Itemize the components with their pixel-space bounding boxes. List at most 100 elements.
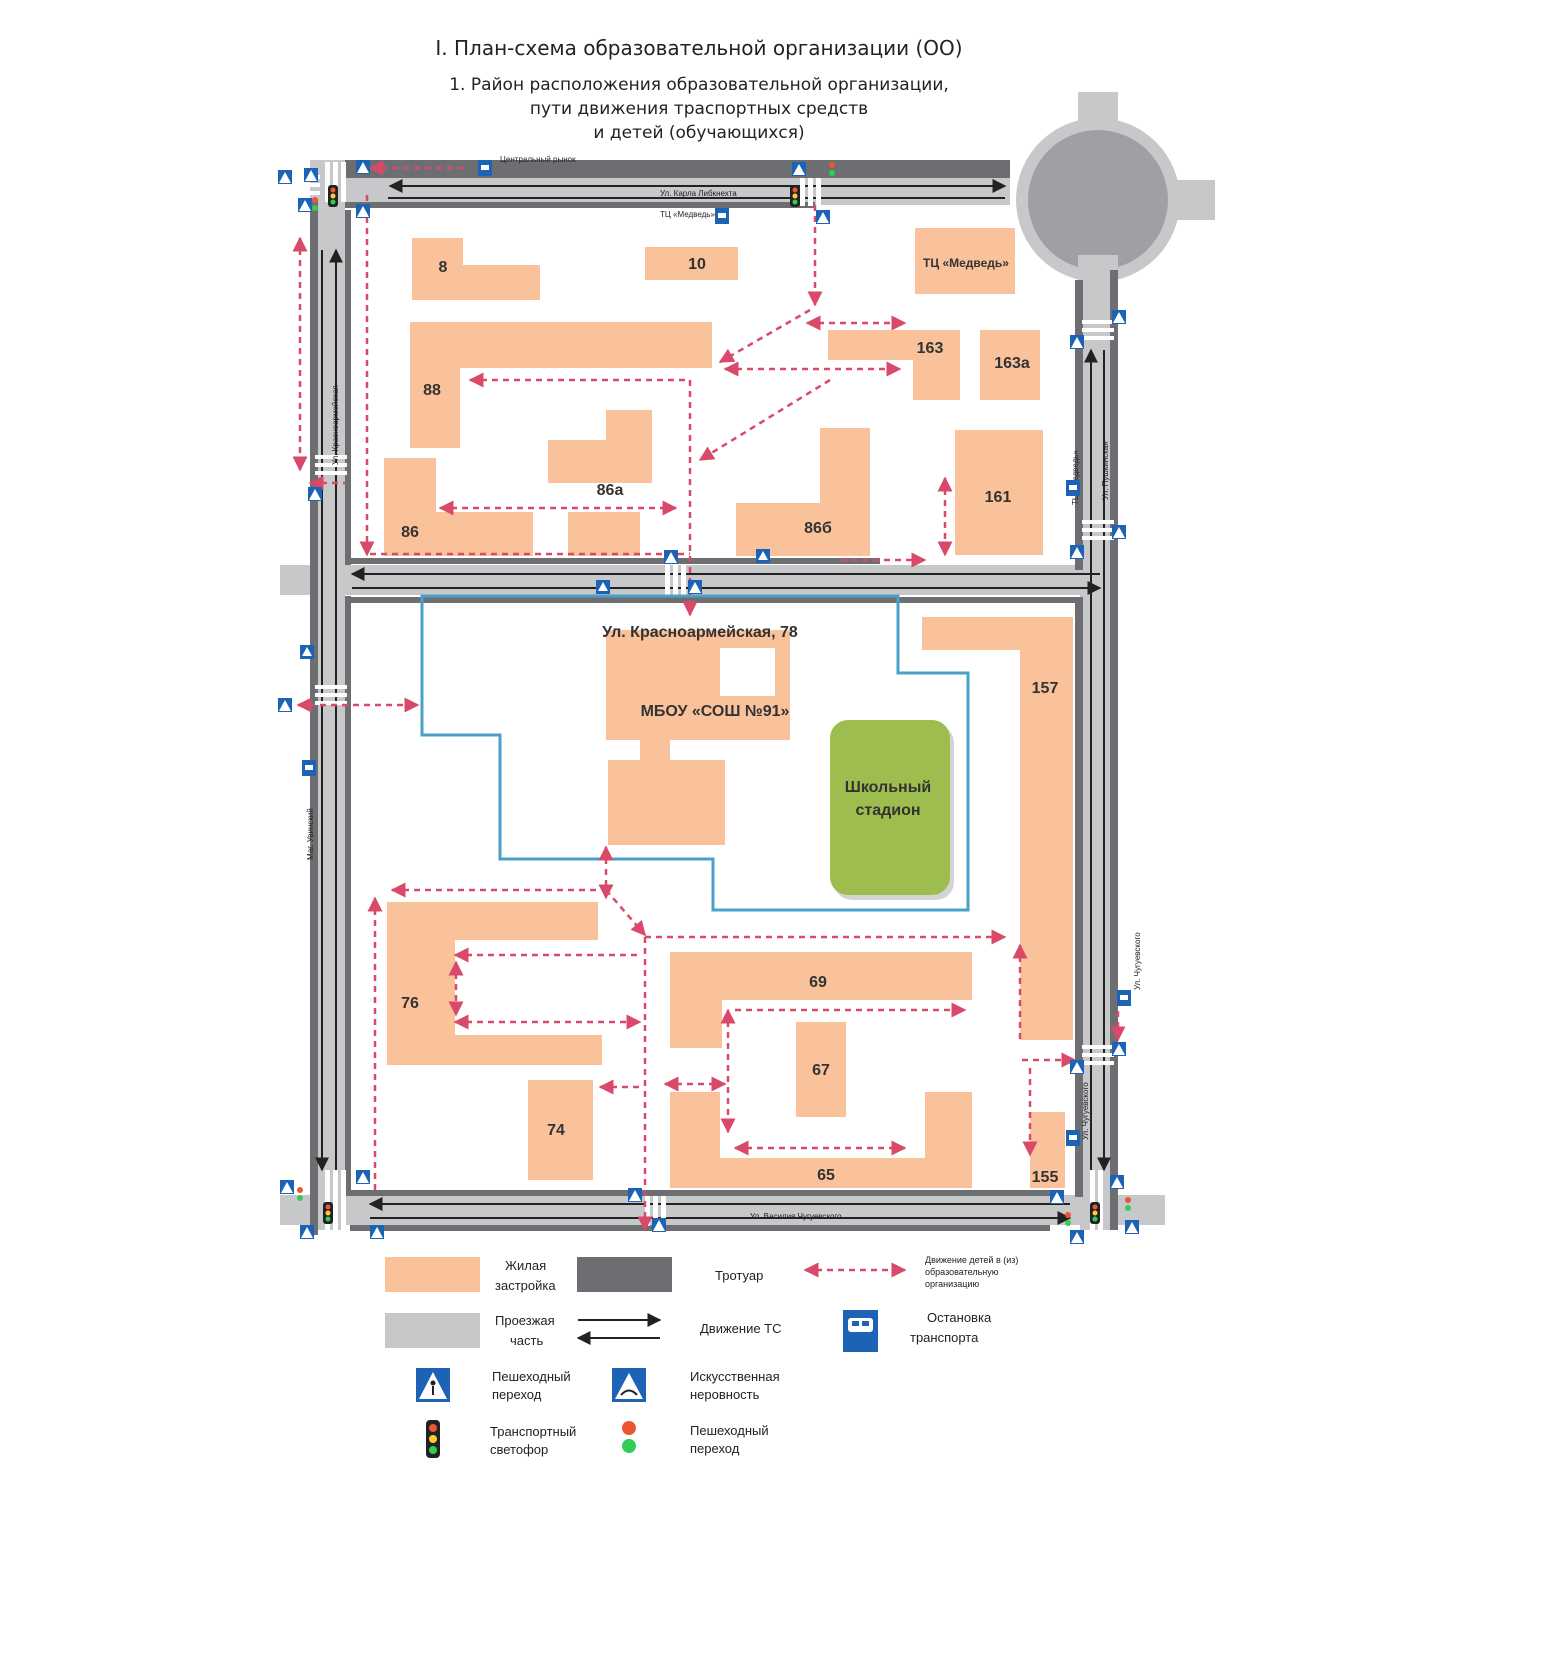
pedestrian-light-icon [312,197,318,211]
street-chuguevskogo: Ул. Чугуевского [1133,932,1142,990]
stop-label-central-market: Центральный рынок [500,155,576,164]
legend-roadway-2: часть [510,1333,543,1348]
building-163 [828,330,960,400]
building-tc-medved [915,228,1015,294]
building-74 [528,1080,593,1180]
pedestrian-crossing-icon [1070,1230,1084,1244]
building-8 [412,238,540,300]
building-10 [645,247,738,280]
pedestrian-crossing-icon [278,698,292,712]
traffic-light-icon [1090,1202,1100,1224]
label-stadium-1: Школьный [845,779,931,796]
legend-crossing-2: переход [492,1387,542,1402]
school-zone-boundary [420,594,970,912]
pedestrian-light-icon [297,1187,303,1201]
pedestrian-crossing-icon [1050,1190,1064,1204]
pedestrian-crossing-icon [1112,525,1126,539]
school-courtyard [720,648,775,696]
label-school-address: Ул. Красноармейская, 78 [602,624,798,641]
building-86a [548,410,652,483]
legend-light-1: Транспортный [490,1424,576,1439]
label-69: 69 [809,974,827,991]
legend-roadway-1: Проезжая [495,1313,555,1328]
pedestrian-light-icon [829,162,835,176]
page-title: I. План-схема образовательной организаци… [435,36,963,60]
pedestrian-crossing-icon [792,162,806,176]
legend-speed-bump-icon [612,1368,646,1402]
pedestrian-crossing-icon [356,1170,370,1184]
legend-residential-swatch [385,1257,480,1292]
pedestrian-crossing-icon [1070,335,1084,349]
traffic-light-icon [328,185,338,207]
page-subtitle: 1. Район расположения образовательной ор… [0,73,1473,145]
label-74: 74 [547,1122,565,1139]
school-stadium [830,720,950,895]
label-157: 157 [1032,680,1059,697]
label-tc-medved: ТЦ «Медведь» [923,256,1009,270]
speed-bump-icon [596,580,610,594]
bus-stop-icon [1117,990,1131,1006]
legend-residential-1: Жилая [505,1258,546,1273]
bus-stop-icon [478,160,492,176]
legend-sidewalk: Тротуар [715,1268,763,1283]
building-65 [670,1092,972,1188]
label-163: 163 [917,340,944,357]
legend-ped-light-2: переход [690,1441,740,1456]
pedestrian-crossing-icon [300,1225,314,1239]
label-stadium-2: стадион [855,802,920,819]
label-86b: 86б [804,520,832,537]
building-88 [410,322,712,448]
pedestrian-light-icon [1065,1212,1071,1226]
legend-stop-1: Остановка [927,1310,992,1325]
label-155: 155 [1032,1169,1059,1186]
label-8: 8 [439,259,448,276]
legend-bump-1: Искусственная [690,1369,780,1384]
children-routes [292,160,1126,1232]
pedestrian-crossing-icon [1112,1042,1126,1056]
speed-bump-icon [300,645,314,659]
label-67: 67 [812,1062,830,1079]
building-157 [922,617,1073,1040]
building-163a [980,330,1040,400]
subtitle-line-3: и детей (обучающихся) [593,123,805,143]
pedestrian-crossing-icon [1070,1060,1084,1074]
legend-ped-light-1: Пешеходный [690,1423,769,1438]
traffic-light-icon [323,1202,333,1224]
pedestrian-crossing-icon [1112,310,1126,324]
pedestrian-crossing-icon [308,487,322,501]
label-161: 161 [985,489,1012,506]
label-10: 10 [688,256,706,273]
label-88: 88 [423,382,441,399]
subtitle-line-1: 1. Район расположения образовательной ор… [449,75,949,95]
speed-bump-icon [756,549,770,563]
legend-stop-2: транспорта [910,1330,979,1345]
sidewalks [310,160,1118,1235]
pedestrian-crossing-icon [652,1218,666,1232]
bus-stops [302,160,1131,1146]
pedestrian-crossing-icon [278,170,292,184]
label-school-name: МБОУ «СОШ №91» [641,703,790,720]
bus-stop-icon [715,208,729,224]
bus-stop-icon [1066,1130,1080,1146]
pedestrian-crossing-icon [1070,545,1084,559]
pedestrian-crossing-icon [280,1180,294,1194]
bus-stop-icon [1066,480,1080,496]
legend-children-2: образовательную [925,1267,999,1277]
street-mag-uvinsky: Маг. Увинский [306,808,315,860]
subtitle-line-2: пути движения траспортных средств [529,99,869,119]
crossing-signs [278,160,1139,1244]
legend: Жилая застройка Тротуар Движение детей в… [385,1255,1018,1458]
building-69 [670,952,972,1048]
legend-crossing-1: Пешеходный [492,1369,571,1384]
legend-residential-2: застройка [495,1278,556,1293]
legend-pedestrian-crossing-icon [416,1368,450,1402]
pedestrian-crossing-icon [1125,1220,1139,1234]
pedestrian-crossing-icon [356,204,370,218]
legend-light-2: светофор [490,1442,548,1457]
building-86-annex [568,512,640,556]
label-163a: 163а [994,355,1030,372]
legend-children-3: организацию [925,1279,979,1289]
street-vasiliya-chuguevskogo: Ул. Василия Чугуевского [750,1212,842,1221]
building-161 [955,430,1043,555]
